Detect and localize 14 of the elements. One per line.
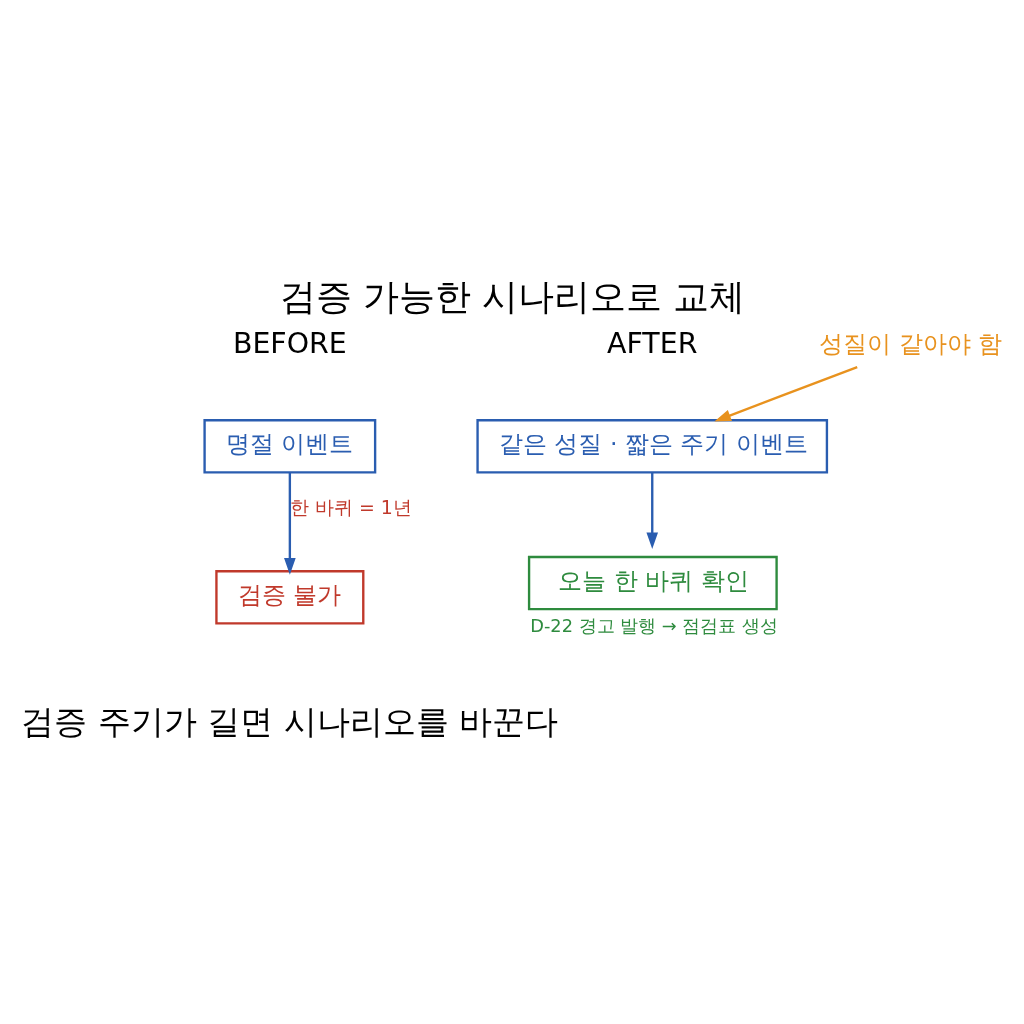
node-text: 성질이 같아야 함 xyxy=(818,329,1002,358)
label: AFTER xyxy=(606,326,697,360)
node-label: D-22 경고 발행 → 점검표 생성 xyxy=(529,615,778,636)
arrow xyxy=(713,365,858,422)
edge-label: 한 바퀴 = 1년 xyxy=(289,495,412,518)
label: BEFORE xyxy=(232,326,347,360)
node-box: 검증 불가 xyxy=(214,570,364,625)
arrow xyxy=(645,472,658,550)
node-box: 명절 이벤트 xyxy=(202,419,376,474)
arrow xyxy=(283,472,296,575)
caption: 검증 주기가 길면 시나리오를 바꾼다 xyxy=(20,702,558,742)
node-box: 같은 성질 · 짧은 주기 이벤트 xyxy=(475,419,828,474)
diagram-title: 검증 가능한 시나리오로 교체 xyxy=(279,275,745,317)
node-box: 오늘 한 바퀴 확인 xyxy=(527,555,778,611)
